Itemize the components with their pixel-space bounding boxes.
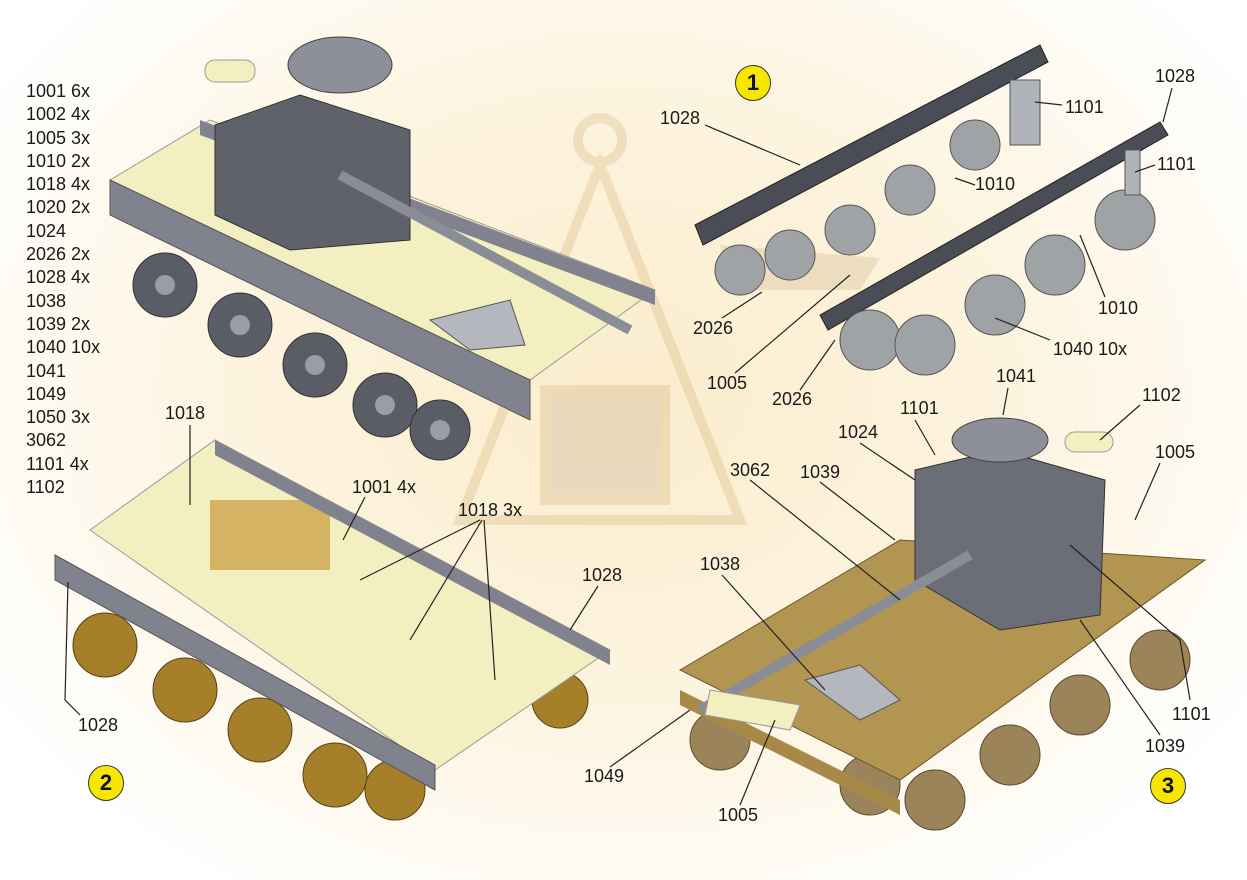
part-label: 1038 [700,554,741,574]
part-item: 1010 2x [26,150,91,171]
part-label: 1024 [838,422,879,442]
part-item: 1101 4x [26,453,89,474]
model-step1 [694,44,1169,376]
part-item: 1020 2x [26,197,91,218]
part-label: 1101 [1157,154,1196,174]
part-item: 1041 [26,360,67,381]
part-label: 1040 10x [1053,339,1128,359]
part-item: 1039 2x [26,313,91,334]
part-label: 1041 [996,366,1037,386]
part-label: 1005 [1155,442,1196,462]
part-label: 1039 [800,462,841,482]
part-item: 1002 4x [26,104,91,125]
model-step3 [678,417,1207,831]
part-item: 1028 4x [26,267,91,288]
part-label: 1005 [718,805,759,825]
part-item: 1102 [26,477,65,498]
part-label: 2026 [772,389,813,409]
part-item: 1049 [26,383,67,404]
step-badge-2: 2 [88,765,124,801]
part-label: 1049 [584,766,625,786]
part-label: 1028 [1155,66,1196,86]
part-item: 3062 [26,430,67,451]
step-badge-1: 1 [735,65,771,101]
model-step2 [54,439,611,821]
part-item: 1005 3x [26,127,91,148]
part-label: 1101 [1172,704,1211,724]
part-label: 1102 [1142,385,1181,405]
part-item: 1024 [26,220,67,241]
part-label: 1005 [707,373,748,393]
model-overview [108,36,657,461]
part-item: 1050 3x [26,407,91,428]
part-label: 1010 [975,174,1016,194]
leader-lines [64,87,1191,806]
part-item: 2026 2x [26,244,91,265]
step-badge-3: 3 [1150,768,1186,804]
part-item: 1040 10x [26,337,101,358]
part-label: 1001 4x [352,477,417,497]
part-item: 1001 6x [26,81,91,101]
part-item: 1018 4x [26,174,91,195]
part-label: 1028 [660,108,701,128]
part-label: 3062 [730,460,771,480]
part-label: 1101 [1065,97,1104,117]
watermark [452,113,748,525]
part-label: 1018 [165,403,206,423]
part-label: 1101 [900,398,939,418]
part-label: 1010 [1098,298,1139,318]
part-item: 1038 [26,290,67,311]
part-label: 2026 [693,318,734,338]
parts-list: 1001 6x 1002 4x 1005 3x 1010 2x 1018 4x … [26,80,100,499]
part-label: 1028 [582,565,623,585]
part-label: 1028 [78,715,119,735]
part-label: 1018 3x [458,500,523,520]
part-label: 1039 [1145,736,1186,756]
